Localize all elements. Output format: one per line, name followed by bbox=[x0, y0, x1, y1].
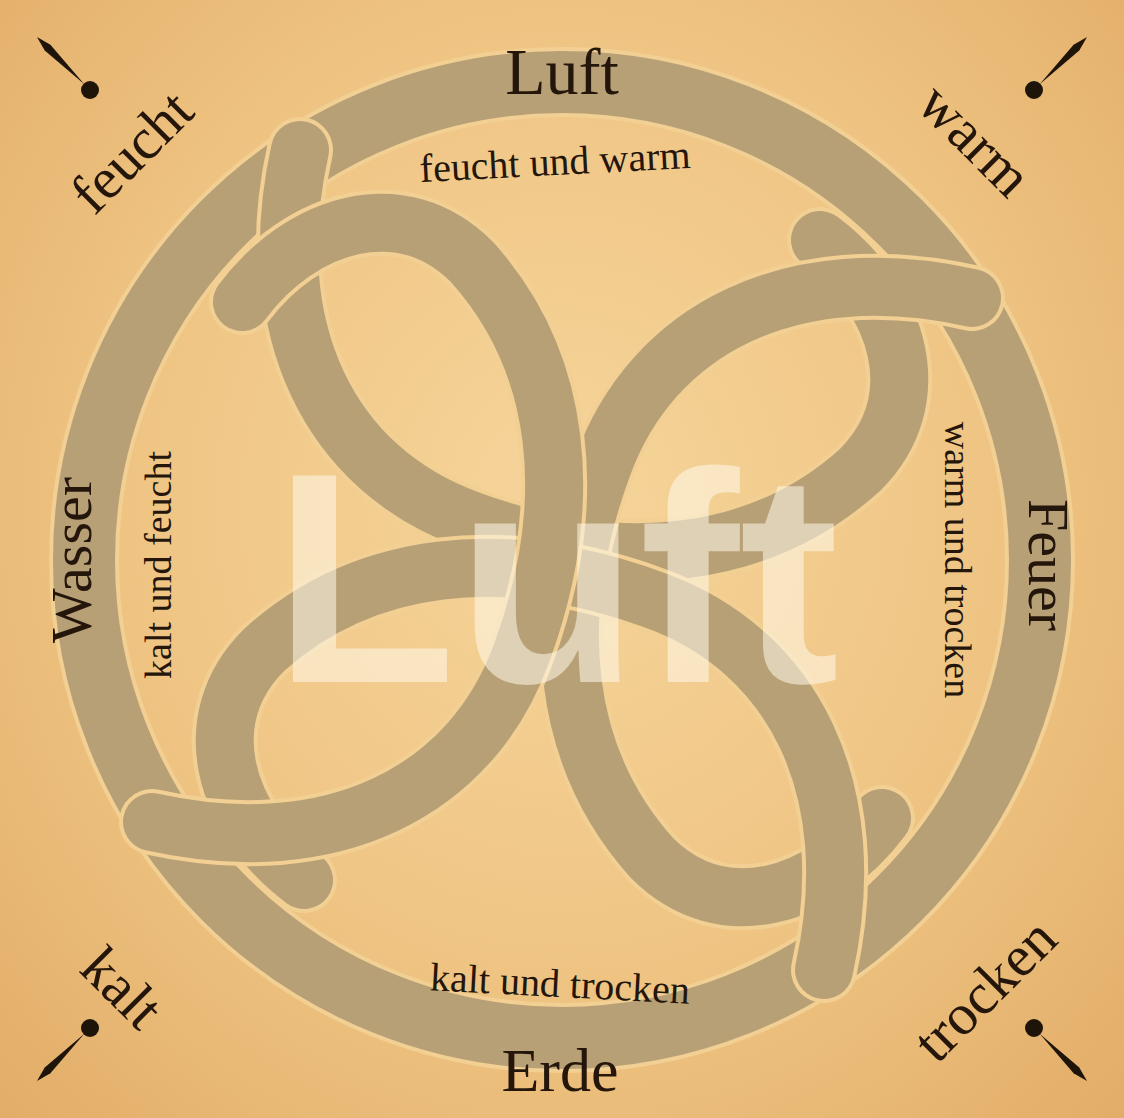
pin-head bbox=[77, 1015, 102, 1040]
quality-label: trocken bbox=[903, 908, 1067, 1072]
element-name: Erde bbox=[501, 1039, 618, 1101]
ring-edge bbox=[84, 82, 1040, 1038]
pin-head bbox=[1021, 1015, 1046, 1040]
watermark: Luft bbox=[273, 428, 839, 728]
pin-needle bbox=[34, 34, 87, 87]
pin-head bbox=[77, 77, 102, 102]
element-name: Luft bbox=[505, 39, 619, 105]
quality-label: warm bbox=[908, 73, 1042, 207]
quality-pair: warm und trocken bbox=[939, 422, 977, 698]
quality-pair: feucht und warm bbox=[419, 135, 692, 189]
pin-head bbox=[1021, 77, 1046, 102]
pin-needle bbox=[1037, 1031, 1090, 1084]
pin-needle bbox=[34, 1031, 87, 1084]
ring-band bbox=[84, 82, 1040, 1038]
pin-needle bbox=[1037, 34, 1090, 87]
quality-pair: kalt und feucht bbox=[139, 451, 177, 679]
element-name: Feuer bbox=[1019, 499, 1077, 631]
knot-strands bbox=[152, 150, 972, 970]
element-name: Wasser bbox=[43, 477, 101, 643]
corner-pins bbox=[31, 31, 1094, 1088]
quality-label: feucht bbox=[60, 80, 203, 223]
